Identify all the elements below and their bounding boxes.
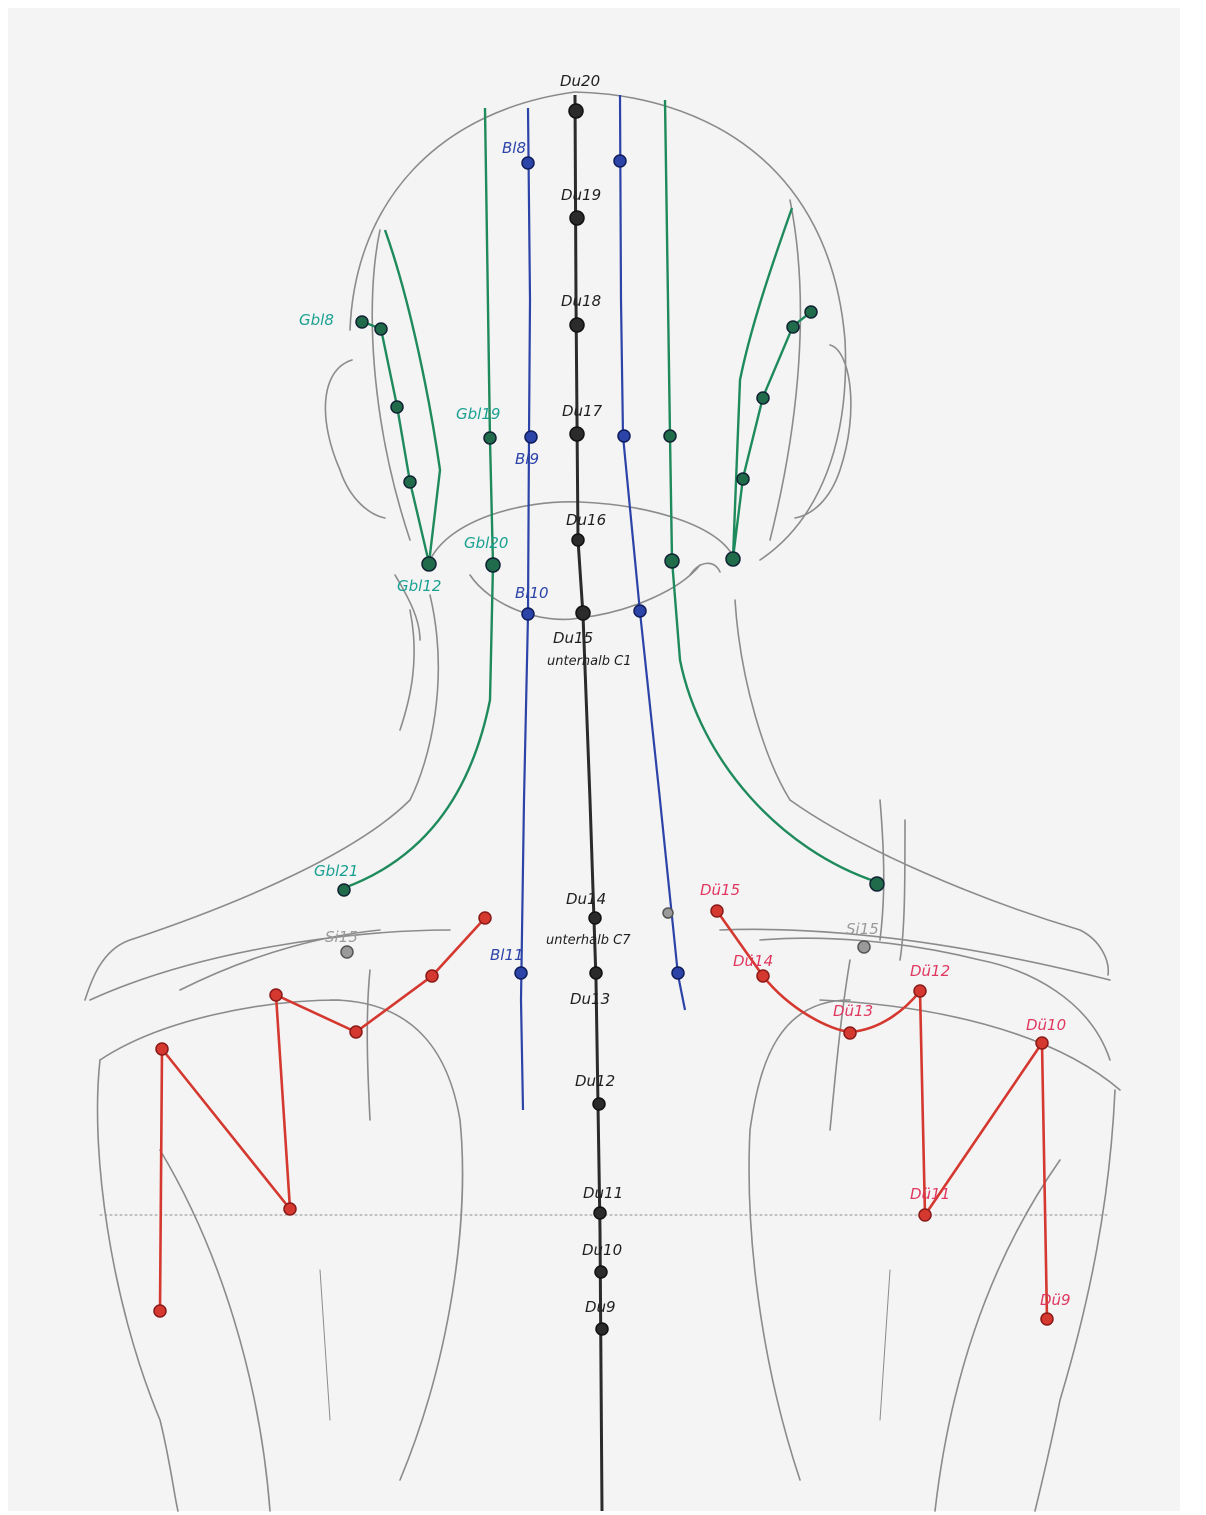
point-left-4 — [270, 989, 282, 1001]
point-gbl20 — [486, 558, 500, 572]
label-du15-note: unterhalb C1 — [547, 654, 631, 669]
label-gbl19: Gbl19 — [456, 405, 500, 423]
label-du10: Du10 — [582, 1241, 622, 1259]
label-bl9: Bl9 — [515, 450, 539, 468]
point-left-6 — [426, 970, 438, 982]
point-gbl12-right — [726, 552, 740, 566]
point-due10 — [1036, 1037, 1048, 1049]
label-due13: Dü13 — [833, 1002, 873, 1020]
point-du17 — [570, 427, 584, 441]
point-bl8 — [522, 157, 534, 169]
point-left-1 — [154, 1305, 166, 1317]
point-left-5 — [350, 1026, 362, 1038]
point-gbl-right-4 — [737, 473, 749, 485]
label-bl10: Bl10 — [515, 584, 549, 602]
point-si15-right — [858, 941, 870, 953]
point-du18 — [570, 318, 584, 332]
point-gbl-left-3 — [391, 401, 403, 413]
point-gbl-right-3 — [757, 392, 769, 404]
paper-sheet — [8, 8, 1180, 1511]
label-du17: Du17 — [562, 402, 603, 420]
label-si15-left: Si15 — [325, 928, 358, 946]
point-gbl19-right — [664, 430, 676, 442]
label-gbl8: Gbl8 — [299, 311, 334, 329]
point-bl10-right — [634, 605, 646, 617]
point-gbl12 — [422, 557, 436, 571]
point-due12 — [914, 985, 926, 997]
label-du12: Du12 — [575, 1072, 615, 1090]
label-du18: Du18 — [561, 292, 601, 310]
point-bl9 — [525, 431, 537, 443]
point-du10 — [595, 1266, 607, 1278]
label-bl8: Bl8 — [502, 139, 526, 157]
point-extra-grey — [663, 908, 673, 918]
point-due9 — [1041, 1313, 1053, 1325]
point-du19 — [570, 211, 584, 225]
label-du19: Du19 — [561, 186, 601, 204]
label-due11: Dü11 — [910, 1185, 950, 1203]
label-du16: Du16 — [566, 511, 606, 529]
label-du9: Du9 — [585, 1298, 616, 1316]
point-due15 — [711, 905, 723, 917]
point-du15 — [576, 606, 590, 620]
label-du11: Du11 — [583, 1184, 623, 1202]
label-due10: Dü10 — [1026, 1016, 1066, 1034]
point-du11 — [594, 1207, 606, 1219]
point-due11 — [919, 1209, 931, 1221]
label-due9: Dü9 — [1040, 1291, 1071, 1309]
point-gbl-left-4 — [404, 476, 416, 488]
point-gbl8 — [356, 316, 368, 328]
point-bl10 — [522, 608, 534, 620]
point-left-7 — [479, 912, 491, 924]
point-si15-left — [341, 946, 353, 958]
label-due12: Dü12 — [910, 962, 950, 980]
point-left-3 — [284, 1203, 296, 1215]
point-due14 — [757, 970, 769, 982]
point-gbl21-right — [870, 877, 884, 891]
point-gbl-right-2 — [787, 321, 799, 333]
point-du13 — [590, 967, 602, 979]
label-due15: Dü15 — [700, 881, 740, 899]
label-bl11: Bl11 — [490, 946, 524, 964]
point-gbl21 — [338, 884, 350, 896]
point-du14 — [589, 912, 601, 924]
point-gbl19 — [484, 432, 496, 444]
point-gbl8-right — [805, 306, 817, 318]
label-gbl21: Gbl21 — [314, 862, 358, 880]
label-du15: Du15 — [553, 629, 593, 647]
point-due13 — [844, 1027, 856, 1039]
point-gbl20-right — [665, 554, 679, 568]
point-gbl8-b — [375, 323, 387, 335]
point-du9 — [596, 1323, 608, 1335]
point-bl11-right — [672, 967, 684, 979]
label-si15-right: Si15 — [846, 920, 879, 938]
point-left-2 — [156, 1043, 168, 1055]
point-bl8-right — [614, 155, 626, 167]
label-gbl20: Gbl20 — [464, 534, 508, 552]
label-gbl12: Gbl12 — [397, 577, 441, 595]
point-du20 — [569, 104, 583, 118]
label-du14-note: unterhalb C7 — [546, 933, 631, 948]
label-du14: Du14 — [566, 890, 606, 908]
label-due14: Dü14 — [733, 952, 773, 970]
label-du13: Du13 — [570, 990, 610, 1008]
point-du12 — [593, 1098, 605, 1110]
point-bl11 — [515, 967, 527, 979]
point-du16 — [572, 534, 584, 546]
label-du20: Du20 — [560, 72, 600, 90]
point-bl9-right — [618, 430, 630, 442]
